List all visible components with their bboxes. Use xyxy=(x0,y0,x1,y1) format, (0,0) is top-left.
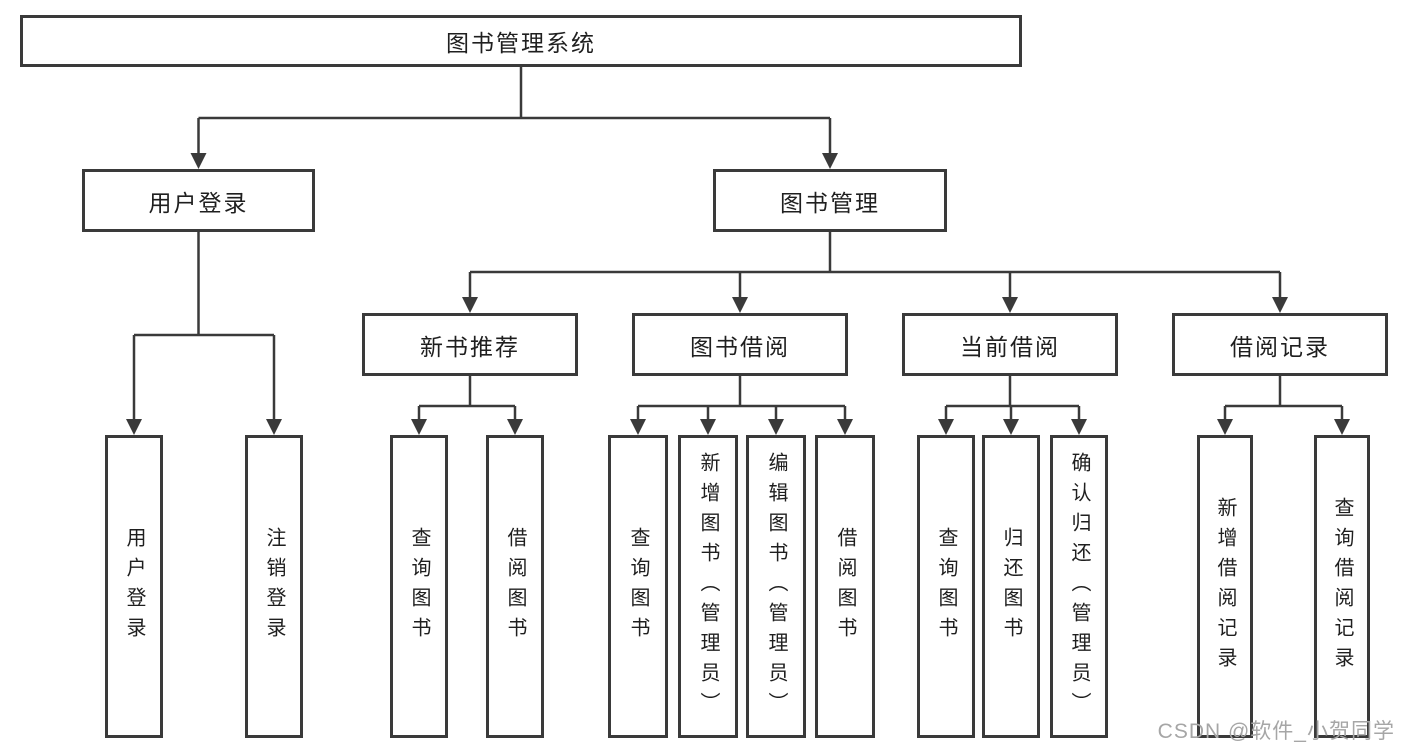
node-library-system: 图书管理系统 xyxy=(20,15,1022,67)
node-cb-query-books-label: 查询图书 xyxy=(935,526,957,647)
node-cb-confirm-return-admin: 确认归还（管理员） xyxy=(1050,435,1108,738)
arrowheads xyxy=(126,153,1350,435)
node-nb-query-books: 查询图书 xyxy=(390,435,448,738)
node-bb-edit-books-admin-label: 编辑图书（管理员） xyxy=(765,451,787,722)
node-bb-query-books: 查询图书 xyxy=(608,435,668,738)
node-logout: 注销登录 xyxy=(245,435,303,738)
node-bb-add-books-admin-label: 新增图书（管理员） xyxy=(697,451,719,722)
node-user-login-branch: 用户登录 xyxy=(82,169,315,232)
node-br-add-record-label: 新增借阅记录 xyxy=(1214,496,1236,677)
node-bb-borrow-books-label: 借阅图书 xyxy=(834,526,856,647)
node-current-borrowing: 当前借阅 xyxy=(902,313,1118,376)
node-nb-borrow-books: 借阅图书 xyxy=(486,435,544,738)
node-br-add-record: 新增借阅记录 xyxy=(1197,435,1253,738)
node-user-login: 用户登录 xyxy=(105,435,163,738)
node-nb-query-books-label: 查询图书 xyxy=(408,526,430,647)
node-bb-edit-books-admin: 编辑图书（管理员） xyxy=(746,435,806,738)
node-new-book-recommend: 新书推荐 xyxy=(362,313,578,376)
node-bb-borrow-books: 借阅图书 xyxy=(815,435,875,738)
node-book-management: 图书管理 xyxy=(713,169,947,232)
node-cb-return-books-label: 归还图书 xyxy=(1000,526,1022,647)
node-book-borrowing: 图书借阅 xyxy=(632,313,848,376)
node-cb-return-books: 归还图书 xyxy=(982,435,1040,738)
node-logout-label: 注销登录 xyxy=(263,526,285,647)
node-cb-query-books: 查询图书 xyxy=(917,435,975,738)
node-nb-borrow-books-label: 借阅图书 xyxy=(504,526,526,647)
node-br-query-record-label: 查询借阅记录 xyxy=(1331,496,1353,677)
node-bb-query-books-label: 查询图书 xyxy=(627,526,649,647)
watermark: CSDN @软件_小贺同学 xyxy=(1157,720,1395,743)
node-borrowing-records: 借阅记录 xyxy=(1172,313,1388,376)
node-cb-confirm-return-admin-label: 确认归还（管理员） xyxy=(1068,451,1090,722)
node-bb-add-books-admin: 新增图书（管理员） xyxy=(678,435,738,738)
node-user-login-label: 用户登录 xyxy=(123,526,145,647)
node-br-query-record: 查询借阅记录 xyxy=(1314,435,1370,738)
